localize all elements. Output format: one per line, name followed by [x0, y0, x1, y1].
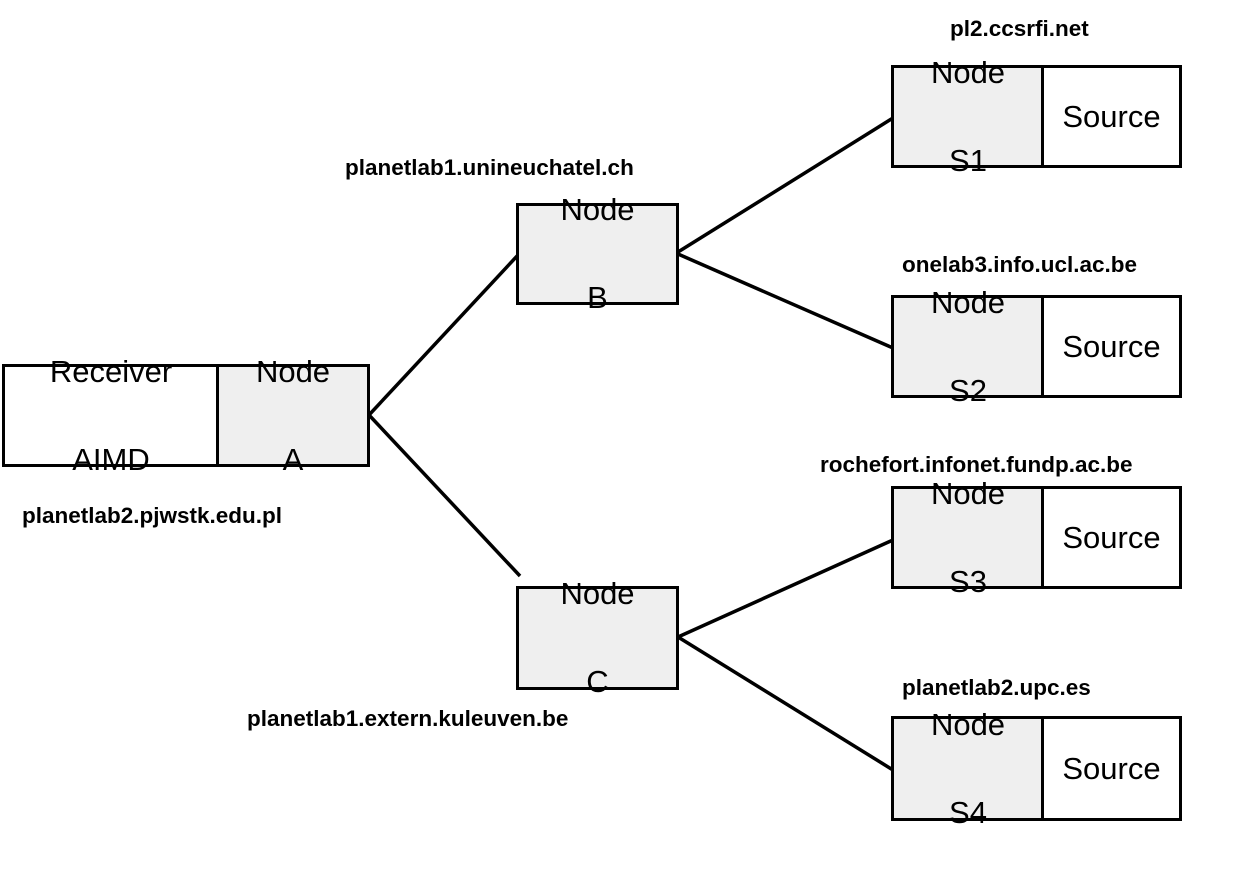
link-layer: [367, 116, 894, 772]
link-b-s2: [677, 252, 894, 350]
receiver-label-line1: Receiver: [49, 353, 173, 389]
receiver-box: Receiver AIMD: [2, 354, 220, 477]
source-label-s4: Source: [1062, 750, 1161, 786]
node-b-label-line1: Node: [560, 192, 635, 227]
source-box-s1: Source: [1041, 65, 1182, 168]
node-s3-label-line2: S3: [949, 563, 987, 599]
node-s3-box: Node S3: [891, 476, 1045, 599]
node-s1-label-line2: S1: [949, 142, 987, 178]
node-s4-host-label: planetlab2.upc.es: [902, 675, 1091, 700]
link-c-s4: [677, 635, 894, 772]
node-b-host-label: planetlab1.unineuchatel.ch: [345, 155, 634, 180]
source-label-s1: Source: [1062, 98, 1161, 134]
node-s2-label-line2: S2: [949, 372, 987, 408]
node-s1-host-label: pl2.ccsrfi.net: [950, 16, 1089, 41]
node-c-host-label: planetlab1.extern.kuleuven.be: [247, 706, 569, 731]
node-s4-box: Node S4: [891, 707, 1045, 830]
source-box-s3: Source: [1041, 486, 1182, 589]
node-s4-label-line2: S4: [949, 794, 987, 830]
node-c-label-line2: C: [586, 664, 609, 699]
node-b-box: Node B: [516, 192, 679, 315]
link-b-s1: [677, 116, 894, 254]
source-label-s3: Source: [1062, 519, 1161, 555]
node-s1-box: Node S1: [891, 55, 1045, 178]
node-s2-label-line1: Node: [930, 284, 1006, 320]
node-a-box: Node A: [216, 354, 370, 477]
network-topology-diagram: Receiver AIMD Node A planetlab2.pjwstk.e…: [2, 16, 1182, 830]
receiver-host-label: planetlab2.pjwstk.edu.pl: [22, 503, 283, 528]
source-box-s2: Source: [1041, 295, 1182, 398]
node-b-label-line2: B: [587, 280, 608, 315]
link-c-s3: [677, 538, 894, 639]
node-s3-label-line1: Node: [930, 475, 1006, 511]
node-s2-box: Node S2: [891, 285, 1045, 408]
node-s2-host-label: onelab3.info.ucl.ac.be: [902, 252, 1138, 277]
node-c-box: Node C: [516, 576, 679, 699]
receiver-label-line2: AIMD: [72, 441, 150, 477]
source-box-s4: Source: [1041, 716, 1182, 821]
node-s1-label-line1: Node: [930, 54, 1006, 90]
node-s4-label-line1: Node: [930, 706, 1006, 742]
node-c-label-line1: Node: [560, 576, 635, 611]
node-a-label-line1: Node: [255, 353, 331, 389]
source-label-s2: Source: [1062, 328, 1161, 364]
node-a-label-line2: A: [282, 441, 304, 477]
link-a-c: [367, 413, 522, 578]
link-a-b: [367, 253, 520, 417]
node-s3-host-label: rochefort.infonet.fundp.ac.be: [820, 452, 1133, 477]
